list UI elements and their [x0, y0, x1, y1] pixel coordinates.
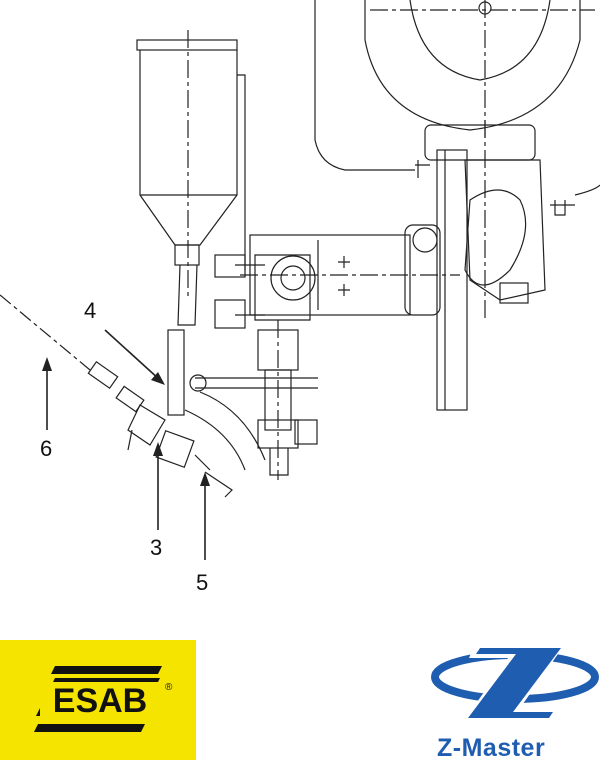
wire-reel-housing [314, 0, 595, 171]
callout-3: 3 [150, 535, 163, 560]
zmaster-wordmark: Z-Master [437, 734, 546, 762]
esab-logo: ESAB ® [0, 640, 196, 760]
cable-connector [0, 294, 166, 451]
horizontal-arm [240, 224, 460, 316]
svg-text:ESAB: ESAB [53, 682, 147, 720]
callout-6: 6 [40, 436, 53, 461]
leader-arrows [46, 329, 206, 560]
callout-4: 4 [84, 298, 97, 323]
callout-5: 5 [196, 570, 209, 595]
svg-text:®: ® [165, 682, 173, 693]
flux-hose [155, 391, 266, 498]
zmaster-logo: Z-Master [425, 632, 600, 762]
slide-assembly [214, 254, 318, 480]
technical-drawing [0, 0, 600, 560]
vertical-column [415, 120, 600, 411]
cross-bar [167, 329, 318, 416]
flux-hopper [136, 30, 246, 326]
